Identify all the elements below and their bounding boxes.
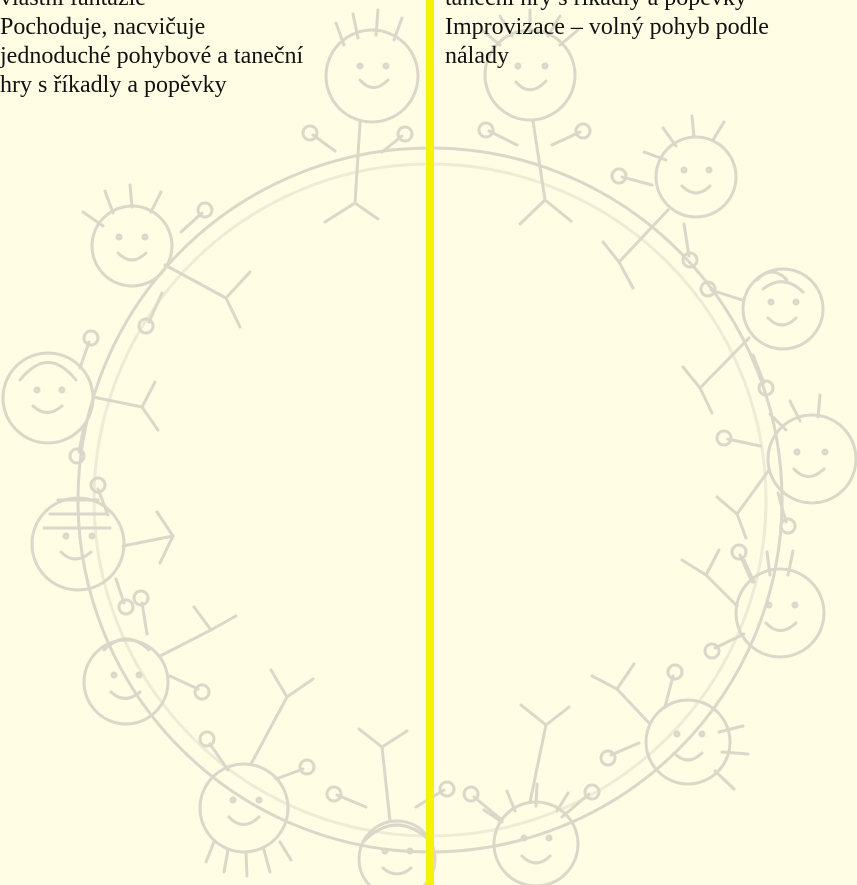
child-right-1 [681,267,825,415]
child-top-left [301,8,420,224]
right-text-block: taneční hry s říkadly a popěvky Improviz… [445,0,857,71]
child-lower-left [82,589,238,726]
child-right-2 [715,393,857,540]
child-upper-right [601,114,738,290]
child-top-right [477,8,592,226]
column-divider [426,0,434,885]
child-right-3 [680,543,826,660]
left-text-line-2: Pochoduje, nacvičuje [0,14,206,40]
child-left-1 [30,476,175,616]
right-text-line-1: taneční hry s říkadly a popěvky [445,0,857,13]
child-left-2 [1,329,160,465]
left-text-block: vlastní fantazie Pochoduje, nacvičuje je… [0,0,418,100]
right-text-line-3: nálady [445,43,509,69]
left-text-line-4: hry s říkadly a popěvky [0,72,227,98]
left-text-line-3: jednoduché pohybové a taneční [0,43,304,69]
child-bottom-left [198,668,316,878]
left-text-line-1: vlastní fantazie [0,0,418,13]
child-upper-left [81,183,252,335]
child-lower-right [590,662,750,791]
child-bottom-right [462,703,601,885]
child-bottom-center [325,727,456,885]
right-text-line-2: Improvizace – volný pohyb podle [445,14,769,40]
